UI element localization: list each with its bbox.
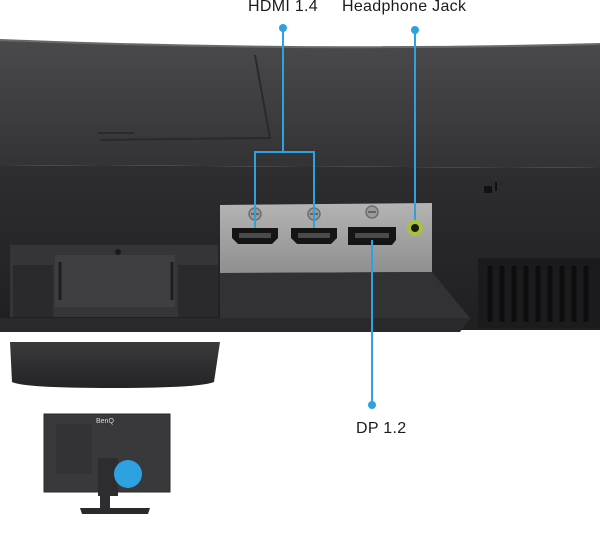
io-recess-floor	[220, 272, 470, 318]
stand-neck	[10, 342, 220, 388]
stand-mount-center	[55, 255, 175, 307]
inset-brand-logo: BenQ	[96, 418, 114, 425]
inset-highlight-circle	[114, 460, 142, 488]
screw-hole	[115, 249, 121, 255]
shell-marker	[495, 182, 497, 191]
inset-monitor-thumbnail	[43, 413, 171, 514]
monitor-bottom-edge	[0, 318, 470, 332]
headphone-callout-dot	[411, 26, 419, 34]
monitor-top-edge	[0, 39, 600, 49]
headphone-jack-port	[407, 220, 423, 236]
vent-slots	[487, 266, 589, 322]
dp-callout-dot	[368, 401, 376, 409]
hdmi-callout-dot	[279, 24, 287, 32]
displayport-port	[348, 205, 396, 245]
stand-mount-right-tab	[178, 265, 218, 317]
dp-label: DP 1.2	[356, 420, 407, 437]
stand-mount-left-tab	[13, 265, 53, 317]
monitor-upper-shell	[0, 40, 600, 168]
hdmi-label: HDMI 1.4	[248, 0, 318, 15]
kensington-lock-icon	[484, 186, 492, 193]
callout-lines	[254, 28, 416, 405]
shell-recess-ridge	[99, 54, 272, 141]
headphone-jack-label: Headphone Jack	[342, 0, 467, 15]
